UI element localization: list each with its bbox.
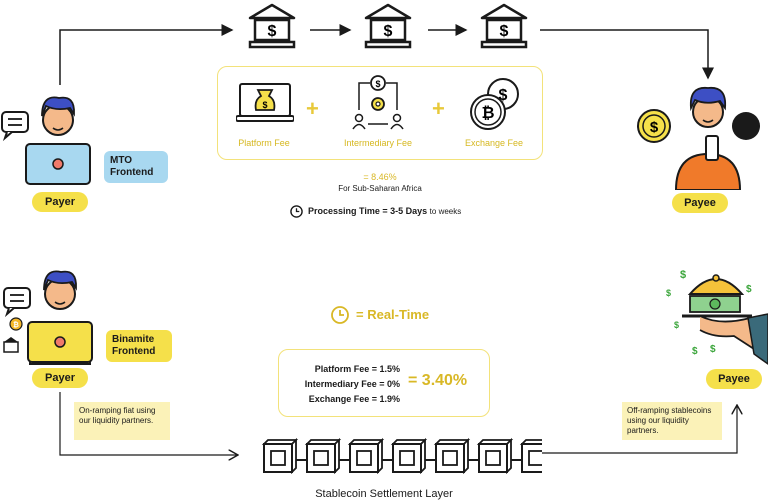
plus-sign: + xyxy=(306,96,319,121)
clock-icon xyxy=(290,205,303,218)
svg-text:₿: ₿ xyxy=(13,321,19,329)
payer-person-bottom: ₿ xyxy=(3,270,93,365)
blockchain-chain xyxy=(261,437,542,474)
svg-text:$: $ xyxy=(500,23,509,40)
svg-text:$: $ xyxy=(746,284,752,295)
payee-person-top: $ xyxy=(637,86,760,190)
binamite-fee-lines: Platform Fee = 1.5% Intermediary Fee = 0… xyxy=(282,362,400,407)
processing-time-suffix: to weeks xyxy=(429,207,462,216)
payer-badge-bottom: Payer xyxy=(32,368,88,388)
settlement-layer-label: Stablecoin Settlement Layer xyxy=(315,488,453,500)
block-cube xyxy=(433,437,471,474)
payee-badge-bottom: Payee xyxy=(706,369,762,389)
bank-icon: $ xyxy=(480,3,528,49)
traditional-fee-box xyxy=(217,66,543,160)
mto-frontend-tag: MTO Frontend xyxy=(104,151,168,183)
realtime-label: = Real-Time xyxy=(356,307,430,322)
bank-icon: $ xyxy=(248,3,296,49)
svg-text:$: $ xyxy=(666,288,671,298)
svg-text:$: $ xyxy=(384,23,393,40)
svg-text:$: $ xyxy=(268,23,277,40)
svg-text:$: $ xyxy=(692,346,698,357)
bank-icon: $ xyxy=(364,3,412,49)
svg-text:$: $ xyxy=(262,100,267,110)
svg-text:$: $ xyxy=(499,87,508,104)
binamite-fee-box xyxy=(278,349,490,417)
fee-line-exchange: Exchange Fee = 1.9% xyxy=(308,394,400,404)
svg-text:₿: ₿ xyxy=(481,104,494,122)
svg-text:$: $ xyxy=(375,79,380,89)
traditional-total-fee: = 8.46% xyxy=(363,172,397,182)
block-cube xyxy=(304,437,342,474)
fee-label-platform: Platform Fee xyxy=(238,138,290,148)
payee-badge-top: Payee xyxy=(672,193,728,213)
binamite-frontend-tag: Binamite Frontend xyxy=(106,330,172,362)
fee-label-exchange: Exchange Fee xyxy=(464,138,524,148)
onramp-note: On-ramping fiat using our liquidity part… xyxy=(74,402,170,440)
laptop-money-icon: $ xyxy=(236,83,294,122)
block-cube xyxy=(390,437,428,474)
block-cube xyxy=(476,437,514,474)
payee-serving-tray: $ $ $ $ $ $ $ xyxy=(666,269,768,365)
region-note: For Sub-Saharan Africa xyxy=(338,184,422,193)
payer-badge-top: Payer xyxy=(32,192,88,212)
payer-person-top xyxy=(1,96,91,185)
svg-text:$: $ xyxy=(710,344,716,355)
offramp-note: Off-ramping stablecoins using our liquid… xyxy=(622,402,722,440)
fee-line-platform: Platform Fee = 1.5% xyxy=(314,364,400,374)
block-cube xyxy=(261,437,299,474)
svg-text:$: $ xyxy=(674,320,679,330)
processing-time: Processing Time = 3-5 Days to weeks xyxy=(308,206,461,216)
processing-time-label: Processing Time = 3-5 Days xyxy=(308,206,428,216)
plus-sign: + xyxy=(432,96,445,121)
svg-text:$: $ xyxy=(650,119,659,136)
cycle-gear-icon: $ xyxy=(352,75,404,130)
block-cube xyxy=(519,439,542,473)
svg-text:$: $ xyxy=(680,269,686,281)
fee-label-intermediary: Intermediary Fee xyxy=(343,138,413,148)
clock-icon xyxy=(331,306,349,324)
coins-icon: $ ₿ xyxy=(470,78,519,130)
binamite-total-fee: = 3.40% xyxy=(408,372,468,389)
block-cube xyxy=(347,437,385,474)
fee-line-intermediary: Intermediary Fee = 0% xyxy=(304,379,400,389)
